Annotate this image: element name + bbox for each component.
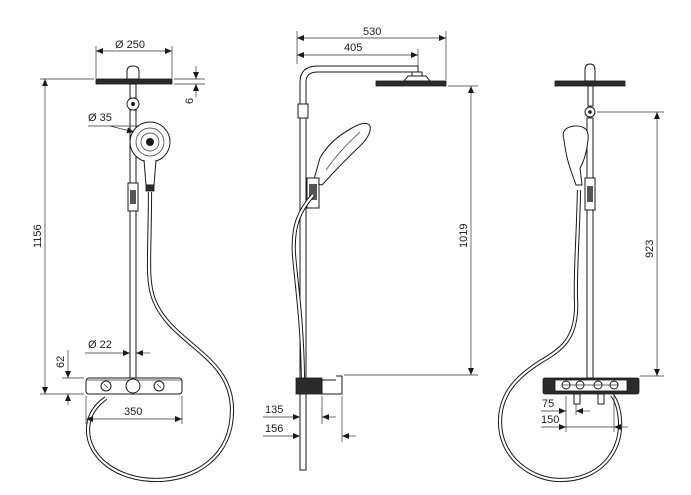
riser-and-arm bbox=[299, 65, 419, 379]
dim-total-projection: 530 bbox=[296, 26, 447, 80]
dim-total-depth: 156 bbox=[263, 396, 356, 442]
dim-arm-length: 405 bbox=[297, 42, 419, 66]
overhead-shower-side bbox=[375, 71, 447, 87]
thermostat-back bbox=[542, 377, 640, 405]
shower-hose bbox=[85, 191, 235, 483]
dim-head-diameter-label: Ø 250 bbox=[115, 39, 145, 51]
side-view: 530 405 1019 135 156 bbox=[263, 26, 478, 471]
thermostat-side bbox=[295, 375, 343, 395]
back-view: 923 75 150 bbox=[497, 63, 664, 483]
dim-head-diameter: Ø 250 bbox=[95, 39, 173, 78]
dim-inlet-spacing-large: 150 bbox=[541, 396, 628, 432]
overhead-shower-head bbox=[95, 65, 173, 111]
dim-total-projection-label: 530 bbox=[363, 26, 381, 38]
dim-hand-shower-diameter: Ø 35 bbox=[88, 112, 138, 134]
dim-total-height-label: 1156 bbox=[32, 224, 44, 248]
dim-inlet-spacing-large-label: 150 bbox=[541, 414, 559, 426]
dim-head-thickness-label: 6 bbox=[184, 98, 196, 104]
dim-shelf-depth: 135 bbox=[263, 396, 336, 424]
dim-head-to-shelf: 1019 bbox=[344, 85, 478, 376]
hand-shower-back bbox=[562, 125, 589, 186]
dim-bracket-height-label: 923 bbox=[644, 240, 656, 258]
riser-pipe-back bbox=[586, 117, 594, 379]
hand-shower bbox=[129, 121, 171, 192]
dim-base-height-label: 62 bbox=[55, 356, 67, 368]
dim-pipe-diameter-label: Ø 22 bbox=[88, 339, 112, 351]
dim-arm-length-label: 405 bbox=[344, 42, 362, 54]
dim-thermostat-width: 350 bbox=[85, 396, 183, 424]
hand-shower-side bbox=[306, 122, 371, 209]
dim-bracket-height: 923 bbox=[597, 111, 664, 377]
thermostat-shelf bbox=[85, 377, 183, 395]
dim-pipe-diameter: Ø 22 bbox=[85, 339, 150, 356]
dim-total-height: 1156 bbox=[32, 78, 94, 395]
dim-shelf-depth-label: 135 bbox=[265, 404, 283, 416]
dim-inlet-spacing-small: 75 bbox=[541, 396, 590, 415]
dim-thermostat-width-label: 350 bbox=[124, 406, 142, 418]
dim-total-depth-label: 156 bbox=[265, 423, 283, 435]
dim-head-thickness: 6 bbox=[174, 66, 205, 104]
dim-inlet-spacing-small-label: 75 bbox=[542, 398, 554, 410]
overhead-shower-back bbox=[554, 63, 626, 118]
front-view: Ø 250 6 Ø 35 1156 Ø 22 bbox=[32, 39, 235, 483]
dim-head-to-shelf-label: 1019 bbox=[458, 224, 470, 248]
hose-back bbox=[497, 189, 623, 483]
dim-base-height: 62 bbox=[55, 350, 84, 405]
dim-hand-shower-diameter-label: Ø 35 bbox=[88, 112, 112, 124]
